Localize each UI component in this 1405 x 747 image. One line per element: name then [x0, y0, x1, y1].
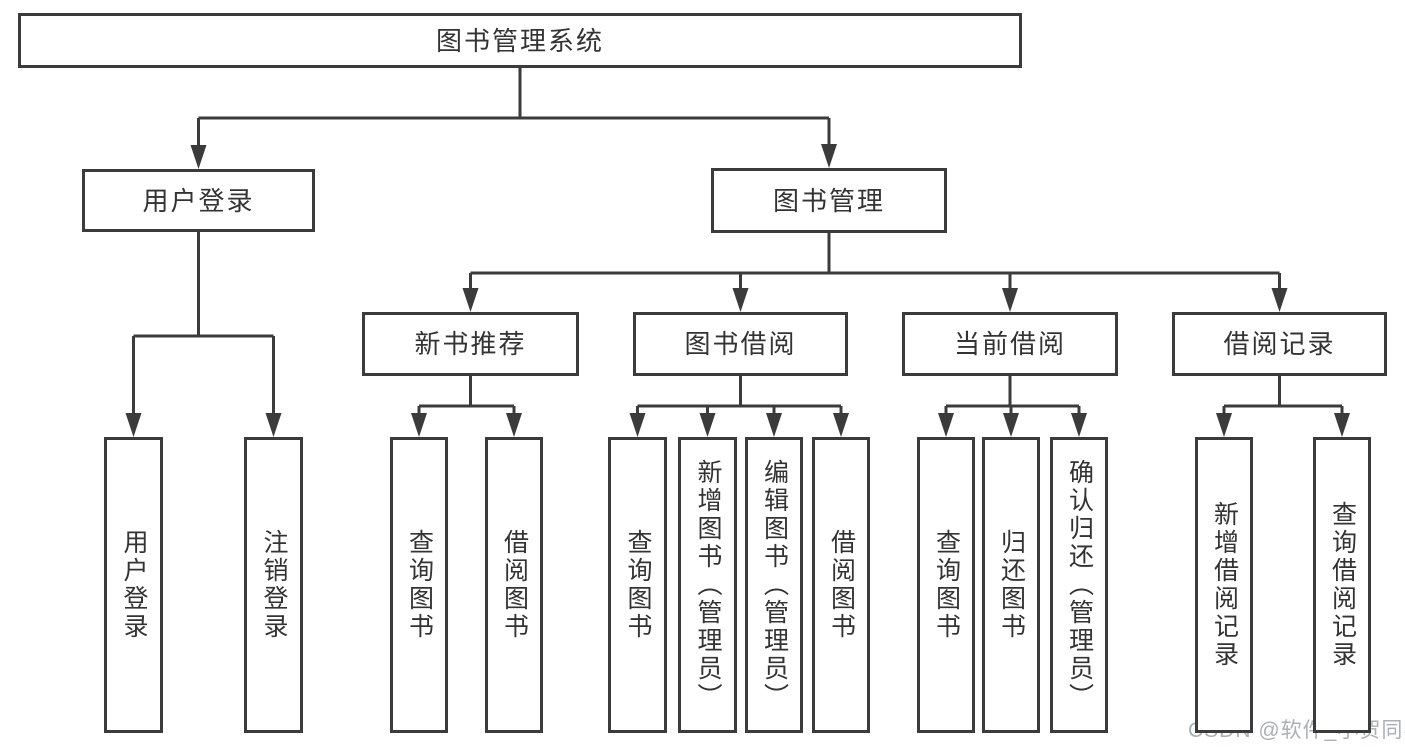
- node-query-books-recommend: 查询图书: [390, 437, 448, 733]
- node-user-login: 用户登录: [104, 437, 163, 733]
- node-label: 用户登录: [120, 529, 148, 641]
- node-label: 编辑图书（管理员）: [760, 459, 789, 711]
- node-label: 确认归还（管理员）: [1065, 459, 1094, 711]
- node-label: 用户登录: [142, 185, 255, 216]
- connector-system-root: [197, 68, 831, 153]
- arrowhead-icon: [506, 413, 522, 437]
- node-current-borrow: 当前借阅: [902, 312, 1118, 376]
- arrowhead-icon: [125, 413, 142, 437]
- arrowhead-icon: [411, 413, 427, 437]
- arrowhead-icon: [1071, 413, 1087, 437]
- node-borrow-book: 借阅图书: [812, 437, 870, 733]
- node-logout-login: 注销登录: [244, 437, 303, 733]
- node-edit-book-admin: 编辑图书（管理员）: [745, 437, 803, 733]
- arrowhead-icon: [1334, 413, 1350, 437]
- node-query-books-current: 查询图书: [917, 437, 975, 733]
- arrowhead-icon: [821, 144, 837, 168]
- node-label: 注销登录: [260, 529, 288, 641]
- node-label: 图书管理: [772, 185, 885, 216]
- node-system-root: 图书管理系统: [18, 13, 1022, 68]
- node-label: 查询图书: [405, 529, 434, 641]
- node-label: 借阅记录: [1223, 329, 1336, 359]
- arrowhead-icon: [265, 413, 282, 437]
- node-add-borrow-record: 新增借阅记录: [1195, 437, 1253, 733]
- arrowhead-icon: [1216, 413, 1232, 437]
- arrowhead-icon: [938, 413, 954, 437]
- arrowhead-icon: [1002, 288, 1018, 312]
- node-label: 新书推荐: [414, 329, 527, 359]
- node-label: 查询图书: [932, 529, 961, 641]
- node-label: 当前借阅: [953, 329, 1066, 359]
- connector-current-borrow: [944, 376, 1081, 421]
- node-new-book-recommend: 新书推荐: [362, 312, 579, 376]
- connector-borrow-records: [1222, 376, 1344, 421]
- arrowhead-icon: [699, 413, 716, 437]
- node-label: 图书借阅: [684, 329, 797, 359]
- node-label: 新增图书（管理员）: [694, 459, 722, 711]
- node-book-borrow: 图书借阅: [633, 312, 848, 376]
- node-label: 查询借阅记录: [1328, 501, 1357, 669]
- arrowhead-icon: [1271, 288, 1288, 312]
- node-user-login-module: 用户登录: [82, 169, 315, 232]
- arrowhead-icon: [462, 288, 479, 312]
- node-query-borrow-record: 查询借阅记录: [1313, 437, 1371, 733]
- node-query-books-borrow: 查询图书: [608, 437, 667, 733]
- arrowhead-icon: [629, 413, 646, 437]
- node-borrow-book-recommend: 借阅图书: [485, 437, 543, 733]
- connector-user-login-module: [132, 232, 275, 421]
- node-label: 借阅图书: [500, 529, 529, 641]
- node-return-book: 归还图书: [982, 437, 1040, 733]
- node-label: 图书管理系统: [435, 25, 604, 56]
- connector-book-mgmt-module: [469, 233, 1281, 296]
- node-label: 归还图书: [997, 529, 1026, 641]
- node-book-mgmt-module: 图书管理: [711, 168, 947, 233]
- arrowhead-icon: [190, 145, 207, 169]
- arrowhead-icon: [1003, 413, 1019, 437]
- arrowhead-icon: [766, 413, 782, 437]
- node-label: 新增借阅记录: [1210, 501, 1239, 669]
- node-add-book-admin: 新增图书（管理员）: [678, 437, 737, 733]
- node-borrow-records: 借阅记录: [1172, 312, 1387, 376]
- node-label: 查询图书: [624, 529, 652, 641]
- arrowhead-icon: [833, 413, 849, 437]
- node-confirm-return-admin: 确认归还（管理员）: [1050, 437, 1108, 733]
- arrowhead-icon: [732, 288, 749, 312]
- node-label: 借阅图书: [827, 529, 856, 641]
- connector-book-borrow: [636, 376, 843, 421]
- connector-new-book-recommend: [417, 376, 516, 421]
